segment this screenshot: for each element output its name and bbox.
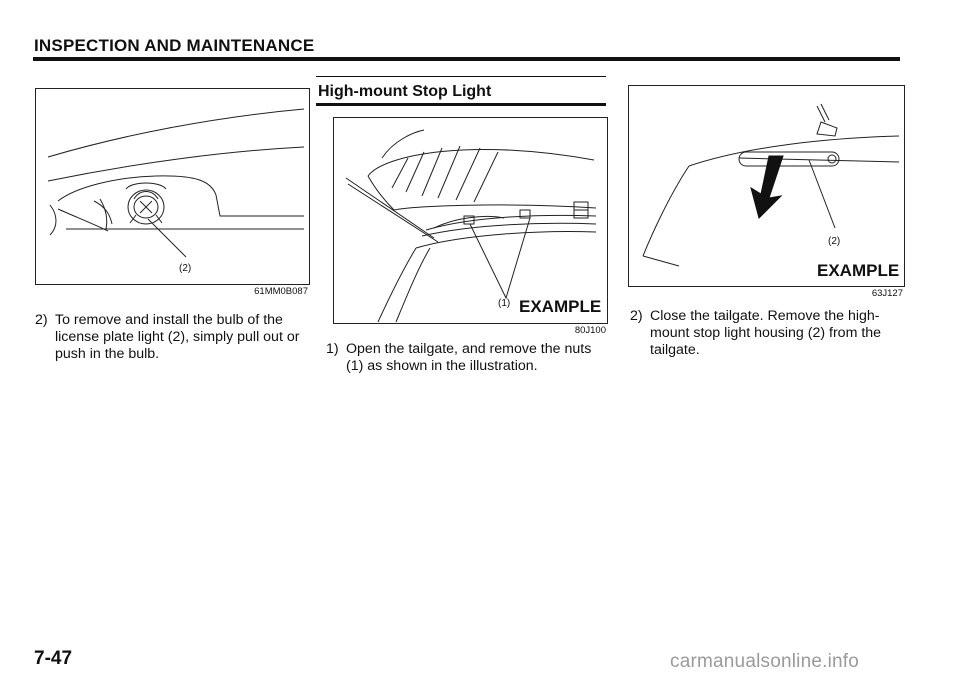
figure3-example-label: EXAMPLE xyxy=(817,261,899,280)
tailgate-nuts-illustration: (1) EXAMPLE xyxy=(345,129,601,323)
figure-tailgate-nuts: (1) EXAMPLE xyxy=(333,117,608,324)
step-middle: 1) Open the tailgate, and remove the nut… xyxy=(326,341,610,375)
section-title: High-mount Stop Light xyxy=(318,83,492,100)
step-right-number: 2) xyxy=(630,308,643,324)
license-plate-light-illustration: (2) xyxy=(47,108,305,274)
stop-light-housing-illustration: (2) EXAMPLE xyxy=(642,103,899,280)
step-left-text: To remove and install the bulb of the li… xyxy=(55,312,300,362)
section-rule-bottom xyxy=(316,103,606,106)
figure3-code: 63J127 xyxy=(871,288,903,299)
section-rule-top xyxy=(316,76,606,77)
step-left: 2) To remove and install the bulb of the… xyxy=(35,312,311,363)
step-right-text: Close the tailgate. Remove the high-moun… xyxy=(650,308,882,358)
figure-stop-light-housing: (2) EXAMPLE xyxy=(628,85,905,287)
step-right: 2) Close the tailgate. Remove the high-m… xyxy=(630,308,905,359)
figure1-code: 61MM0B087 xyxy=(254,286,308,297)
figure2-code: 80J100 xyxy=(574,325,606,336)
figure-license-plate-light: (2) xyxy=(35,88,310,285)
step-middle-number: 1) xyxy=(326,341,339,357)
watermark: carmanualsonline.info xyxy=(670,651,860,672)
figure1-callout: (2) xyxy=(179,263,191,274)
figure3-callout: (2) xyxy=(828,236,840,247)
step-left-number: 2) xyxy=(35,312,48,328)
header-rule xyxy=(33,57,900,61)
step-middle-text: Open the tailgate, and remove the nuts (… xyxy=(346,341,592,374)
arrow-down-icon xyxy=(750,155,784,219)
figure2-callout: (1) xyxy=(498,298,510,309)
page-number: 7-47 xyxy=(34,648,73,669)
page-header-title: INSPECTION AND MAINTENANCE xyxy=(34,36,315,55)
figure2-example-label: EXAMPLE xyxy=(519,297,601,316)
